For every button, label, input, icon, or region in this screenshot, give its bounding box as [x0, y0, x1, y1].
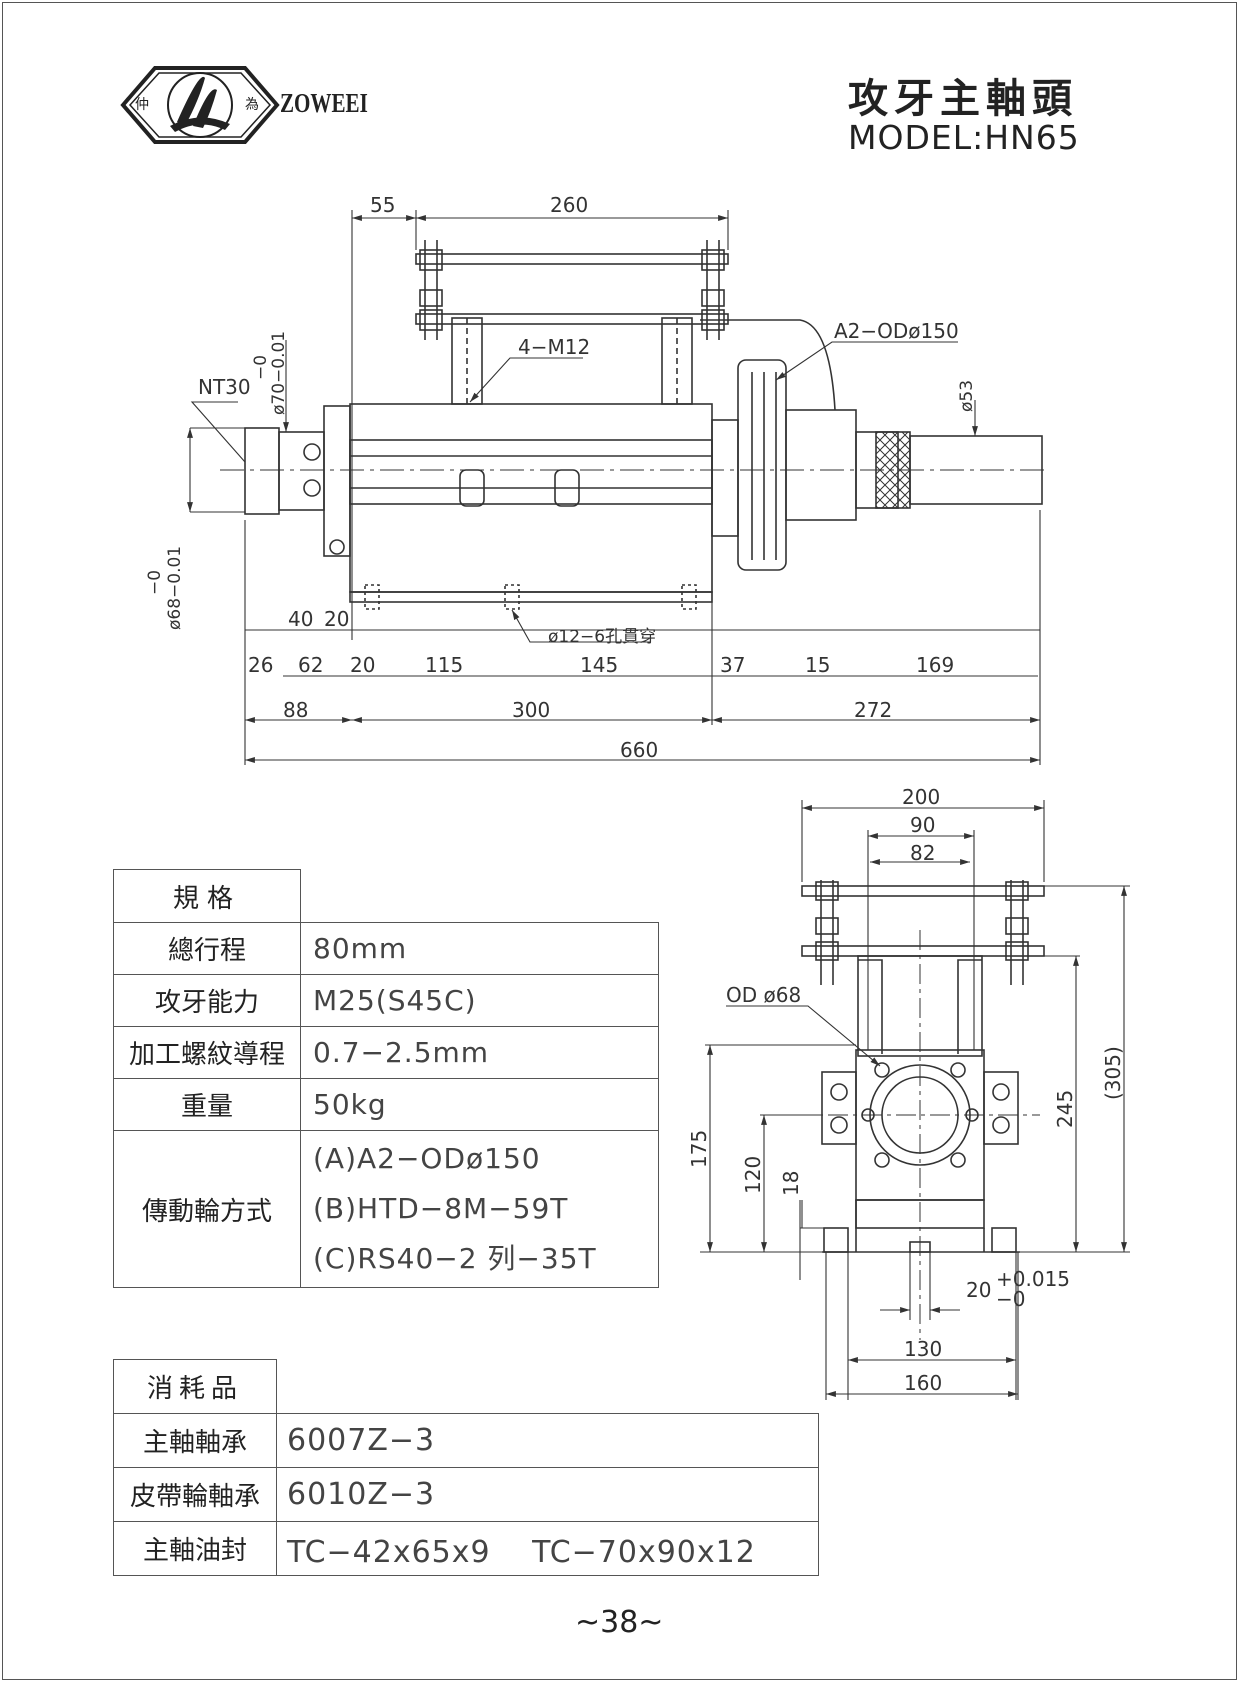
spec-header-row: 規格 [113, 869, 659, 923]
spec-label: 加工螺紋導程 [113, 1026, 301, 1079]
dim-d68-tol: −0 [145, 570, 165, 595]
dim-18: 18 [779, 1171, 803, 1196]
dim-d70-tol: −0 [251, 355, 271, 380]
consumables-value: 6007Z−3 [276, 1413, 819, 1468]
dim-55: 55 [370, 193, 395, 217]
spec-table: 規格 總行程 80mm 攻牙能力 M25(S45C) 加工螺紋導程 0.7−2.… [113, 869, 659, 1288]
consumables-table: 消耗品 主軸軸承 6007Z−3 皮帶輪軸承 6010Z−3 主軸油封 TC−4… [113, 1359, 819, 1576]
logo-char-left: 仲 [135, 97, 149, 113]
dim-245: 245 [1053, 1090, 1077, 1128]
dim-62: 62 [298, 653, 323, 677]
spec-label: 重量 [113, 1078, 301, 1131]
dim-26: 26 [248, 653, 273, 677]
dim-pulley: A2−ODø150 [834, 319, 959, 343]
dim-nt30: NT30 [198, 375, 251, 399]
dim-305: (305) [1101, 1046, 1125, 1100]
spec-row: 加工螺紋導程 0.7−2.5mm [113, 1026, 659, 1079]
dim-115: 115 [425, 653, 463, 677]
dim-4-m12: 4−M12 [518, 335, 590, 359]
spec-row: 重量 50kg [113, 1078, 659, 1131]
dim-d68: ø68−0.01 [165, 546, 185, 630]
dim-120: 120 [741, 1156, 765, 1194]
dim-145: 145 [580, 653, 618, 677]
dim-90: 90 [910, 813, 935, 837]
spec-drive-row: 傳動輪方式 (A)A2−ODø150 (B)HTD−8M−59T (C)RS40… [113, 1130, 659, 1288]
dim-82: 82 [910, 841, 935, 865]
dim-130: 130 [904, 1337, 942, 1361]
dim-20-tol-up: +0.015 [996, 1267, 1070, 1291]
consumables-row: 主軸軸承 6007Z−3 [113, 1413, 819, 1468]
spec-value: 0.7−2.5mm [300, 1026, 659, 1079]
dim-175: 175 [687, 1130, 711, 1168]
dim-160: 160 [904, 1371, 942, 1395]
dim-200: 200 [902, 785, 940, 809]
dim-20b: 20 [350, 653, 375, 677]
company-logo: 仲 為 [115, 60, 285, 154]
spec-drive-options: (A)A2−ODø150 (B)HTD−8M−59T (C)RS40−2 列−3… [300, 1130, 659, 1288]
consumables-value: TC−42x65x9 TC−70x90x12 [276, 1521, 819, 1576]
spec-label: 攻牙能力 [113, 974, 301, 1027]
dim-d53: ø53 [957, 380, 977, 412]
spec-row: 總行程 80mm [113, 922, 659, 975]
drive-option: (B)HTD−8M−59T [313, 1192, 569, 1225]
product-title: 攻牙主軸頭 [848, 76, 1078, 122]
spec-header: 規格 [113, 869, 301, 923]
consumables-row: 皮帶輪軸承 6010Z−3 [113, 1467, 819, 1522]
dim-260: 260 [550, 193, 588, 217]
dim-20a: 20 [324, 607, 349, 631]
spec-label: 總行程 [113, 922, 301, 975]
end-view-dimension-labels: 200 90 82 OD ø68 (305) 245 175 120 18 20… [687, 785, 1125, 1395]
dim-40: 40 [288, 607, 313, 631]
consumables-value: 6010Z−3 [276, 1467, 819, 1522]
consumables-header-row: 消耗品 [113, 1359, 819, 1414]
consumables-label: 主軸油封 [113, 1521, 277, 1576]
consumables-row: 主軸油封 TC−42x65x9 TC−70x90x12 [113, 1521, 819, 1576]
side-view-dimension-labels: 55 260 4−M12 A2−ODø150 NT30 ø70−0.01 −0 … [145, 193, 977, 762]
brand-name: ZOWEEI [280, 88, 368, 118]
spec-row: 攻牙能力 M25(S45C) [113, 974, 659, 1027]
dim-169: 169 [916, 653, 954, 677]
drive-option: (A)A2−ODø150 [313, 1142, 541, 1175]
dim-37: 37 [720, 653, 745, 677]
consumables-label: 皮帶輪軸承 [113, 1467, 277, 1522]
dim-15: 15 [805, 653, 830, 677]
spec-value: 80mm [300, 922, 659, 975]
dim-20-tol-down: −0 [996, 1287, 1025, 1311]
dim-od68: OD ø68 [726, 983, 801, 1007]
model-number: MODEL:HN65 [848, 118, 1080, 157]
page-number: ~38~ [575, 1605, 664, 1640]
dim-88: 88 [283, 698, 308, 722]
dim-660: 660 [620, 738, 658, 762]
spec-value: M25(S45C) [300, 974, 659, 1027]
dim-d70: ø70−0.01 [269, 331, 289, 415]
logo-char-right: 為 [245, 97, 259, 113]
dim-272: 272 [854, 698, 892, 722]
side-view [220, 240, 1050, 610]
dim-300: 300 [512, 698, 550, 722]
drive-option: (C)RS40−2 列−35T [313, 1242, 597, 1275]
spec-value: 50kg [300, 1078, 659, 1131]
consumables-header: 消耗品 [113, 1359, 277, 1414]
dim-20-end: 20 [966, 1278, 991, 1302]
spec-drive-label: 傳動輪方式 [113, 1130, 301, 1288]
consumables-label: 主軸軸承 [113, 1413, 277, 1468]
dim-holes: ø12−6孔貫穿 [548, 627, 656, 647]
